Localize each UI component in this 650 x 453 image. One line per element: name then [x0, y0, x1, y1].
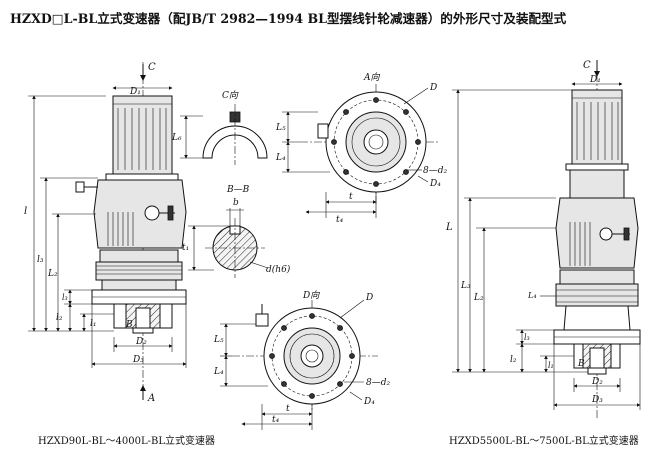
label-L5-d: L₅ — [213, 335, 224, 345]
label-A-view: A向 — [363, 72, 380, 83]
label-BB: B—B — [226, 185, 250, 195]
left-unit-elevation: C D₁ — [24, 62, 187, 404]
page-title: HZXD□L-BL立式变速器（配JB/T 2982—1994 BL型摆线针轮减速… — [10, 11, 567, 26]
label-t4-d: t₄ — [272, 415, 280, 425]
motor-fins-left — [117, 108, 167, 170]
caption-left: HZXD90L-BL～4000L-BL立式变速器 — [38, 436, 215, 447]
bolt-holes-d — [269, 313, 355, 399]
label-t1: t₁ — [182, 243, 189, 253]
a-view-detail: A向 D 8—d₂ D₄ L₅ — [275, 72, 447, 225]
label-l2-left: l₂ — [56, 313, 63, 323]
label-t4-a: t₄ — [336, 215, 344, 225]
label-l3-left: l₃ — [37, 255, 44, 265]
right-unit-elevation: C D₁ — [445, 60, 641, 420]
c-view-detail: C向 L₆ — [171, 90, 268, 165]
label-l-left: l — [24, 206, 27, 217]
label-8d2-a: 8—d₂ — [423, 166, 447, 176]
label-B-left: B — [125, 320, 133, 330]
caption-right: HZXD5500L-BL～7500L-BL立式变速器 — [449, 436, 639, 447]
label-D2-left: D₂ — [135, 337, 147, 347]
label-L4-d: L₄ — [213, 367, 224, 377]
motor-fins-right — [576, 102, 619, 160]
label-L4-a: L₄ — [275, 153, 286, 163]
label-D-view: D向 — [302, 290, 320, 301]
label-t-a: t — [349, 192, 353, 202]
label-l4-right: L₄ — [527, 291, 537, 300]
label-l2-right: l₂ — [510, 355, 517, 365]
label-L5-a: L₅ — [275, 123, 286, 133]
d-view-detail: D向 D 8—d₂ D₄ L₅ — [213, 290, 390, 430]
label-l3-right: l₃ — [524, 333, 530, 342]
label-D-d: D — [365, 293, 373, 303]
label-d-h6: d(h6) — [266, 264, 291, 275]
label-l1-left: l₁ — [90, 319, 97, 329]
label-D1-left: D₁ — [129, 87, 141, 97]
label-D3-right: D₃ — [591, 395, 603, 405]
bolt-holes-a — [331, 97, 421, 187]
label-L2-right: L₂ — [473, 293, 484, 303]
label-L2-left: L₂ — [47, 269, 58, 279]
label-t-d: t — [286, 404, 290, 414]
label-8d2-d: 8—d₂ — [366, 378, 390, 388]
label-D3-left: D₃ — [132, 355, 144, 365]
label-D-a: D — [429, 83, 437, 93]
label-b: b — [233, 198, 239, 208]
label-A-bottom: A — [147, 393, 155, 404]
label-l1-right: l₁ — [548, 361, 554, 370]
label-C-view: C向 — [222, 90, 239, 101]
label-L3-right: L₃ — [460, 281, 471, 291]
variator-ribs-right — [569, 222, 591, 266]
label-D1-right: D₁ — [589, 75, 601, 85]
variator-ribs-left — [107, 212, 134, 246]
label-D4-a: D₄ — [429, 179, 441, 189]
label-B-right: B — [577, 359, 585, 369]
label-L6: L₆ — [171, 133, 182, 143]
label-D4-d: D₄ — [363, 397, 375, 407]
label-C-right: C — [583, 60, 591, 71]
bb-section-detail: B—B b t₁ d(h6) — [182, 185, 291, 278]
label-L-right: L — [445, 222, 453, 233]
label-D2-right: D₂ — [591, 377, 603, 387]
label-l3-small-left: l₃ — [62, 293, 68, 302]
label-C-top: C — [148, 62, 156, 73]
